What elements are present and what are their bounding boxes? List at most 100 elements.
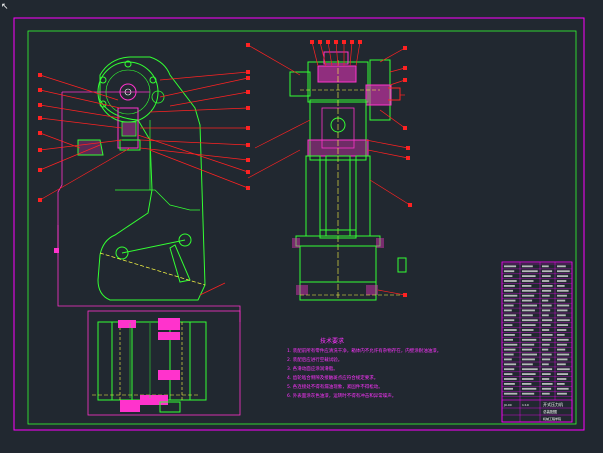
parts-list-cell-text <box>522 304 537 307</box>
flywheel-bolt <box>124 60 132 68</box>
parts-list-cell-text <box>522 275 536 277</box>
ram-slide <box>119 139 141 151</box>
parts-list-cell-text <box>522 270 538 273</box>
parts-list-cell-text <box>557 392 567 395</box>
parts-list-cell-text <box>522 378 534 380</box>
side-view[interactable] <box>38 56 250 322</box>
parts-list-cell-text <box>542 319 553 322</box>
parts-list-cell-text <box>504 387 514 390</box>
parts-list-cell-text <box>504 280 517 282</box>
notes-heading: 技术要求 <box>320 337 344 345</box>
parts-list-cell-text <box>522 324 536 326</box>
parts-list-cell-text <box>522 319 538 322</box>
parts-list-cell-text <box>542 275 551 277</box>
parts-list-cell-text <box>557 270 570 273</box>
parts-list-cell-text <box>522 289 537 292</box>
drawing-subtitle: 总装配图 <box>543 409 557 414</box>
parts-list-cell-text <box>542 309 551 312</box>
parts-list-cell-text <box>522 368 538 371</box>
title-block[interactable]: 开式压力机 总装配图 机械工程学院 JX-00 1:10 <box>501 261 573 423</box>
parts-list-cell-text <box>557 338 569 341</box>
plan-shafts <box>129 323 151 398</box>
flywheel-rim <box>105 69 151 115</box>
parts-list-cell-text <box>557 294 567 297</box>
throat-line <box>115 189 200 211</box>
parts-list-cell-text <box>542 289 552 292</box>
plan-view[interactable] <box>87 310 241 416</box>
front-view[interactable] <box>246 40 412 301</box>
front-view-callout-tags <box>246 40 412 297</box>
left-view-leaders <box>39 71 249 296</box>
parts-list-cell-text <box>542 299 549 302</box>
parts-list-cell-text <box>522 387 537 390</box>
parts-list-cell-text <box>522 348 533 351</box>
parts-list-cell-text <box>522 299 533 302</box>
parts-list-columns <box>519 262 556 400</box>
treadle-slot <box>169 244 191 283</box>
parts-list-cell-text <box>504 304 514 307</box>
parts-list-cell-text <box>542 324 551 326</box>
parts-list-cell-text <box>504 348 516 351</box>
parts-list-cell-text <box>542 392 550 395</box>
parts-list-cell-text <box>557 363 566 366</box>
parts-list-cell-text <box>557 289 569 292</box>
base-feet <box>299 282 377 301</box>
title-box-grid <box>502 400 572 422</box>
bed <box>299 245 377 283</box>
parts-list-cell-text <box>504 368 515 371</box>
technical-notes[interactable]: 技术要求 1. 装配前所有零件应清洗干净，箱体内不允许有杂物存在，内壁涂耐油油漆… <box>287 337 441 399</box>
plan-centerlines <box>119 322 183 400</box>
parts-list-cell-text <box>504 294 518 297</box>
parts-list-cell-text <box>542 343 550 346</box>
parts-list-cell-text <box>522 343 535 346</box>
parts-list-rows <box>502 263 572 397</box>
parts-list-cell-text <box>504 285 515 287</box>
parts-list-cell-text <box>557 314 566 317</box>
parts-list-cell-text <box>557 324 569 326</box>
parts-list-cell-text <box>504 324 513 326</box>
parts-list-cell-text <box>542 348 549 351</box>
treadle-pivot <box>115 246 129 260</box>
left-view-callout-tags <box>38 70 250 202</box>
parts-list-cell-text <box>504 358 512 361</box>
parts-list-cell-text <box>557 275 569 277</box>
parts-list-cell-text <box>504 373 513 375</box>
parts-list-cell-text <box>504 353 514 356</box>
parts-list-cell-text <box>504 338 514 341</box>
parts-list-cell-text <box>504 309 512 312</box>
parts-list-cell-text <box>557 387 569 390</box>
parts-list-cell-text <box>557 353 570 356</box>
flywheel-bolt <box>149 76 157 84</box>
parts-list-cell-text <box>522 338 537 341</box>
clutch-assembly <box>365 84 392 106</box>
parts-list-cell-text <box>542 338 552 341</box>
parts-list-cell-text <box>522 329 534 331</box>
parts-list-cell-text <box>504 378 517 380</box>
parts-list-cell-text <box>557 368 570 371</box>
pedal-bracket <box>397 257 407 273</box>
parts-list-cell-text <box>557 285 565 287</box>
parts-list-cell-text <box>542 270 553 273</box>
parts-list-cell-text <box>557 265 566 268</box>
parts-list-cell-text <box>504 383 515 385</box>
crankshaft-hub <box>119 83 137 101</box>
crankshaft-bearing <box>317 65 357 83</box>
parts-list-cell-text <box>522 285 532 287</box>
parts-list-cell-text <box>504 363 517 366</box>
parts-list-cell-text <box>542 368 553 371</box>
tie-rod-nut-right <box>376 238 384 248</box>
left-upright <box>305 155 321 237</box>
parts-list-cell-text <box>557 348 566 351</box>
parts-list-cell-text <box>522 334 532 336</box>
parts-list-cell-text <box>542 353 552 356</box>
parts-list-cell-text <box>557 319 570 322</box>
clutch-pin <box>388 87 401 101</box>
notes-line: 1. 装配前所有零件应清洗干净，箱体内不允许有杂物存在，内壁涂耐油油漆。 <box>287 347 441 354</box>
parts-list-cell-text <box>522 280 534 282</box>
parts-list-cell-text <box>542 285 553 287</box>
flywheel-bolt <box>99 76 107 84</box>
drawing-scale: 1:10 <box>522 403 529 407</box>
front-view-leaders <box>247 41 411 296</box>
ram-block <box>121 121 137 137</box>
